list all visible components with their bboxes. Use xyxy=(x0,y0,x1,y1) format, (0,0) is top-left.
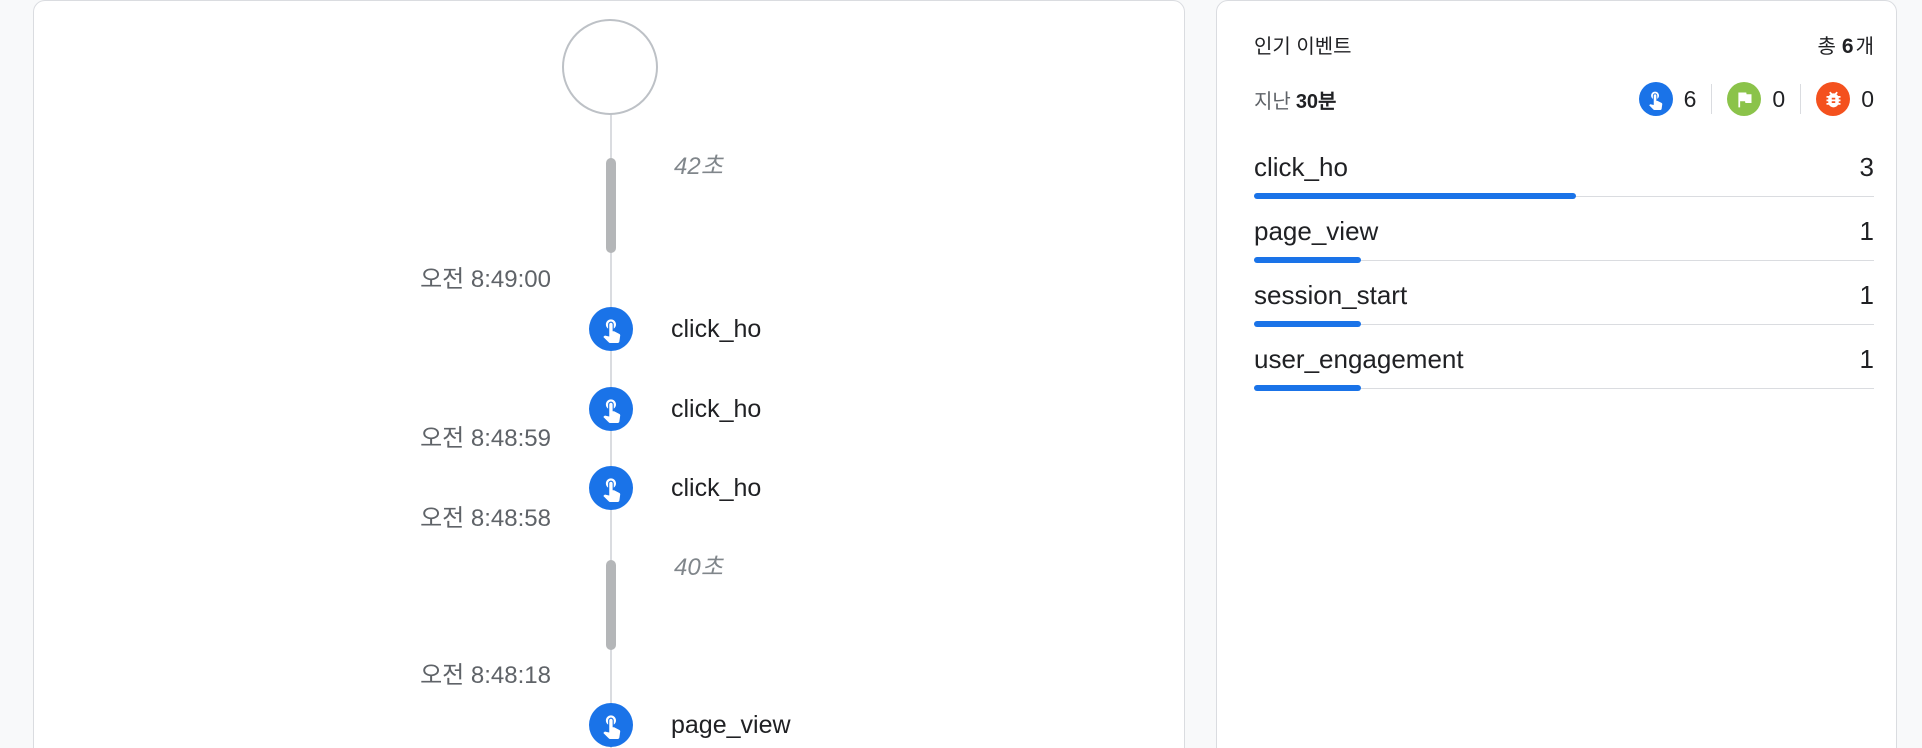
event-item[interactable]: click_ho xyxy=(589,387,761,431)
touch-icon xyxy=(1638,82,1673,116)
event-name: page_view xyxy=(671,710,791,739)
event-name: user_engagement xyxy=(1254,344,1464,374)
duration-label: 42초 xyxy=(674,153,723,180)
table-row[interactable]: click_ho 3 xyxy=(1254,133,1874,199)
total-value: 6 xyxy=(1841,35,1854,58)
key-events-count: 0 xyxy=(1772,85,1786,112)
counter-divider xyxy=(1800,84,1802,114)
timeline-minute-circle[interactable] xyxy=(562,19,658,115)
event-item[interactable]: click_ho xyxy=(589,307,761,351)
counter-group: 6 0 0 xyxy=(1638,82,1874,116)
touch-icon xyxy=(589,703,633,747)
panel-title: 인기 이벤트 xyxy=(1254,36,1352,58)
duration-label: 40초 xyxy=(674,554,723,581)
event-name: page_view xyxy=(1254,216,1379,246)
event-name: click_ho xyxy=(671,314,762,343)
event-bar xyxy=(1254,257,1361,263)
total-prefix: 총 xyxy=(1817,36,1836,58)
event-bar xyxy=(1254,321,1361,327)
event-name: click_ho xyxy=(1254,152,1348,182)
counter-divider xyxy=(1711,84,1713,114)
timestamp-label: 오전 8:48:18 xyxy=(420,662,551,689)
timeline-panel: 42초 40초 오전 8:49:00 오전 8:48:59 오전 8:48:58… xyxy=(33,0,1185,748)
event-name: click_ho xyxy=(671,394,762,423)
event-count: 1 xyxy=(1859,344,1874,374)
touch-icon xyxy=(589,307,633,351)
timestamp-label: 오전 8:48:59 xyxy=(420,425,551,452)
events-count: 6 xyxy=(1683,85,1697,112)
event-name: click_ho xyxy=(671,473,762,502)
timestamp-label: 오전 8:48:58 xyxy=(420,505,551,532)
errors-counter[interactable]: 0 xyxy=(1816,82,1874,116)
errors-count: 0 xyxy=(1861,85,1874,112)
event-name: session_start xyxy=(1254,280,1408,310)
error-icon xyxy=(1816,82,1851,116)
period-prefix: 지난 xyxy=(1254,90,1291,113)
total-suffix: 개 xyxy=(1855,36,1874,58)
table-row[interactable]: page_view 1 xyxy=(1254,197,1874,263)
flag-icon xyxy=(1727,82,1762,116)
event-count: 3 xyxy=(1859,152,1874,182)
event-item[interactable]: page_view xyxy=(589,703,791,747)
period-value: 30분 xyxy=(1295,90,1337,113)
touch-icon xyxy=(589,466,633,510)
timeline-stream-segment xyxy=(606,560,616,650)
timestamp-label: 오전 8:49:00 xyxy=(420,266,551,293)
event-bar xyxy=(1254,193,1576,199)
event-count: 1 xyxy=(1859,216,1874,246)
event-item[interactable]: click_ho xyxy=(589,466,761,510)
table-row[interactable]: session_start 1 xyxy=(1254,261,1874,327)
events-counter[interactable]: 6 xyxy=(1638,82,1697,116)
top-events-table: click_ho 3 page_view 1 session_start 1 u… xyxy=(1254,133,1874,391)
table-row[interactable]: user_engagement 1 xyxy=(1254,325,1874,391)
event-count: 1 xyxy=(1859,280,1874,310)
touch-icon xyxy=(589,387,633,431)
key-events-counter[interactable]: 0 xyxy=(1727,82,1785,116)
event-bar xyxy=(1254,385,1361,391)
timeline-stream-segment xyxy=(606,158,616,253)
